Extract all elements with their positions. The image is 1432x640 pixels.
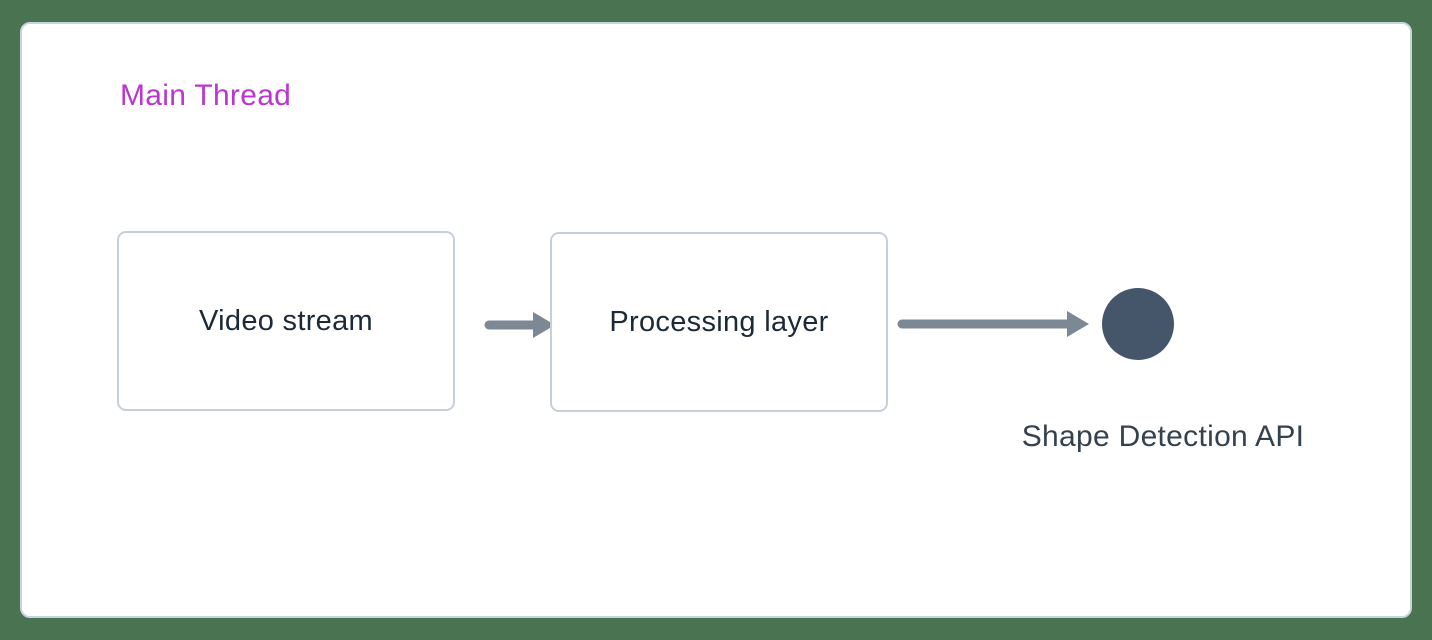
arrow-right-icon (897, 311, 1089, 337)
circle-icon (1102, 288, 1174, 360)
node-video-stream-label: Video stream (199, 304, 373, 337)
node-processing-layer[interactable]: Processing layer (550, 232, 888, 412)
shape-detection-api-label: Shape Detection API (1021, 420, 1305, 453)
arrow-head (1067, 311, 1089, 337)
arrow-head (533, 312, 555, 338)
node-video-stream[interactable]: Video stream (117, 231, 455, 411)
panel-title: Main Thread (120, 79, 292, 112)
node-processing-layer-label: Processing layer (609, 305, 829, 338)
arrow-right-icon (484, 312, 555, 338)
main-thread-panel: Main Thread Video stream Processing laye… (20, 22, 1412, 618)
shape-detection-node[interactable] (1100, 286, 1176, 362)
